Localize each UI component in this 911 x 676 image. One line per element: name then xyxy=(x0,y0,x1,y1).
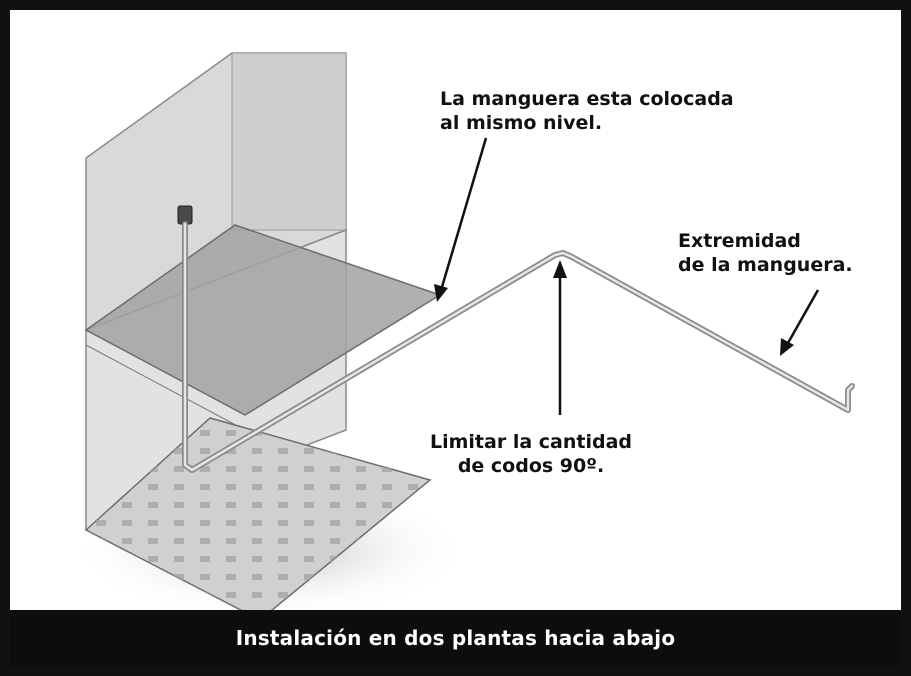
arrow-elbow xyxy=(553,260,567,415)
floor-edge xyxy=(85,344,246,431)
label-hose-level: La manguera esta colocada al mismo nivel… xyxy=(440,87,734,135)
label-hose-end-line1: Extremidad xyxy=(678,230,801,252)
label-elbows-line2: de codos 90º. xyxy=(457,455,605,477)
label-elbows: Limitar la cantidad de codos 90º. xyxy=(430,430,632,478)
arrow-hose-end xyxy=(780,289,820,356)
caption-text: Instalación en dos plantas hacia abajo xyxy=(235,626,676,650)
label-hose-end: Extremidad de la manguera. xyxy=(678,229,853,277)
lower-floor-tiles xyxy=(86,418,430,620)
label-hose-end-line2: de la manguera. xyxy=(678,254,853,276)
arrow-hose-level xyxy=(434,137,488,302)
label-elbows-line1: Limitar la cantidad xyxy=(430,431,632,453)
installation-illustration xyxy=(70,52,855,621)
label-hose-level-line2: al mismo nivel. xyxy=(440,112,603,134)
hose-highlight xyxy=(183,222,854,472)
label-hose-level-line1: La manguera esta colocada xyxy=(440,88,734,110)
upper-wall-side xyxy=(231,52,347,231)
caption-bar: Instalación en dos plantas hacia abajo xyxy=(10,610,901,666)
